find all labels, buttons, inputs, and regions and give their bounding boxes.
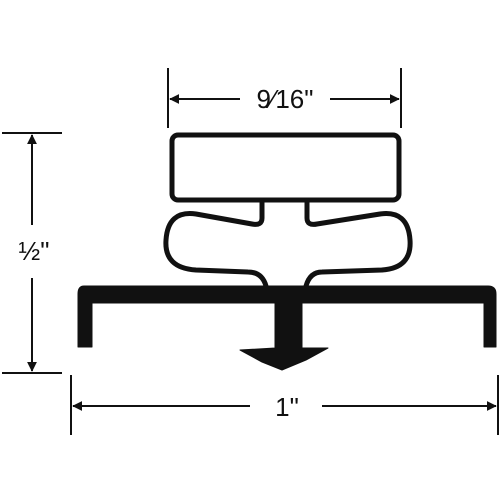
height-label: ½"	[19, 236, 50, 266]
bottom-width-dimension: 1"	[70, 375, 499, 435]
bottom-width-label: 1"	[275, 392, 299, 422]
top-width-label: 9⁄16"	[257, 84, 314, 114]
base-flange	[77, 285, 497, 371]
top-width-dimension: 9⁄16"	[167, 68, 402, 128]
gasket-profile	[77, 132, 497, 371]
left-bellows	[163, 197, 269, 289]
height-dimension: ½"	[2, 132, 62, 374]
magnet-chamber	[169, 132, 402, 203]
right-bellows	[303, 197, 413, 289]
